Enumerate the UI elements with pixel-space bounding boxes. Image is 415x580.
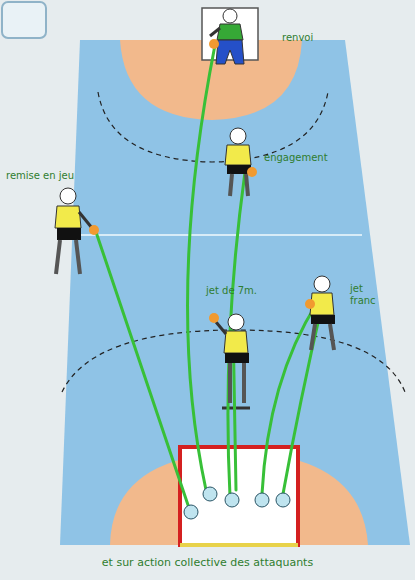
goal-line: [180, 543, 298, 547]
player-seven-meter: [209, 313, 249, 403]
court: [60, 40, 410, 545]
caption: et sur action collective des attaquants: [0, 556, 415, 569]
center-line: [73, 234, 362, 236]
throw-off-label: engagement: [264, 152, 328, 164]
throw-in-label: remise en jeu: [6, 170, 74, 182]
free-throw-label: jet franc: [350, 283, 384, 306]
goalkeeper: [209, 9, 244, 64]
restart-label: renvoi: [282, 32, 313, 44]
top-goal: [202, 8, 258, 60]
corner-frame: [2, 2, 46, 38]
balls: [184, 487, 290, 519]
player-free-throw: [305, 276, 335, 350]
player-remise: [55, 188, 99, 274]
ball-paths: [96, 45, 322, 505]
free-throw-line-top: [98, 92, 328, 162]
seven-meter-label: jet de 7m.: [206, 285, 257, 297]
player-engagement: [225, 128, 257, 196]
bottom-goal: [180, 447, 298, 545]
